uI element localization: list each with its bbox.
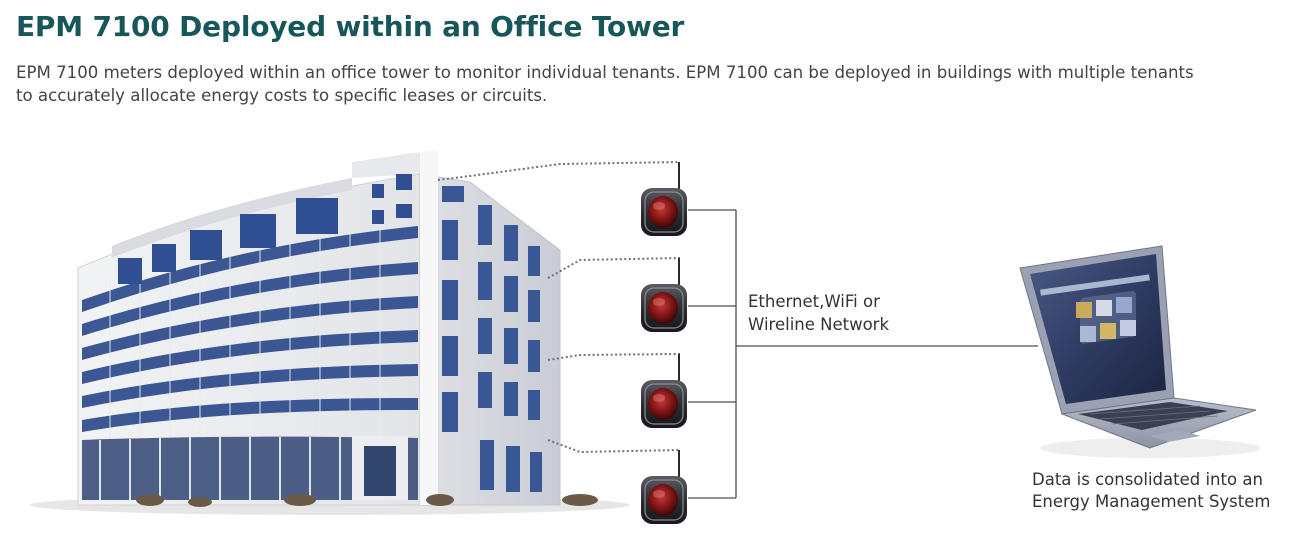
page-title: EPM 7100 Deployed within an Office Tower: [16, 10, 685, 43]
network-label-line-1: Ethernet,WiFi or: [748, 292, 880, 311]
network-label-line-2: Wireline Network: [748, 315, 890, 334]
meter-icon: [641, 450, 687, 524]
description-line-2: to accurately allocate energy costs to s…: [16, 86, 548, 105]
network-label: Ethernet,WiFi or Wireline Network: [748, 290, 889, 336]
office-tower-illustration: [30, 150, 630, 515]
wireless-links: [437, 161, 681, 454]
laptop-icon: [1019, 245, 1260, 458]
ems-label-line-2: Energy Management System: [1032, 492, 1271, 511]
ems-label: Data is consolidated into an Energy Mana…: [1032, 469, 1270, 513]
meter-group: [641, 162, 687, 524]
description-line-1: EPM 7100 meters deployed within an offic…: [16, 63, 1194, 82]
network-bus: [688, 209, 1038, 499]
ems-label-line-1: Data is consolidated into an: [1032, 470, 1263, 489]
meter-icon: [641, 258, 687, 332]
meter-icon: [641, 354, 687, 428]
page-description: EPM 7100 meters deployed within an offic…: [16, 61, 1291, 107]
meter-icon: [641, 162, 687, 236]
